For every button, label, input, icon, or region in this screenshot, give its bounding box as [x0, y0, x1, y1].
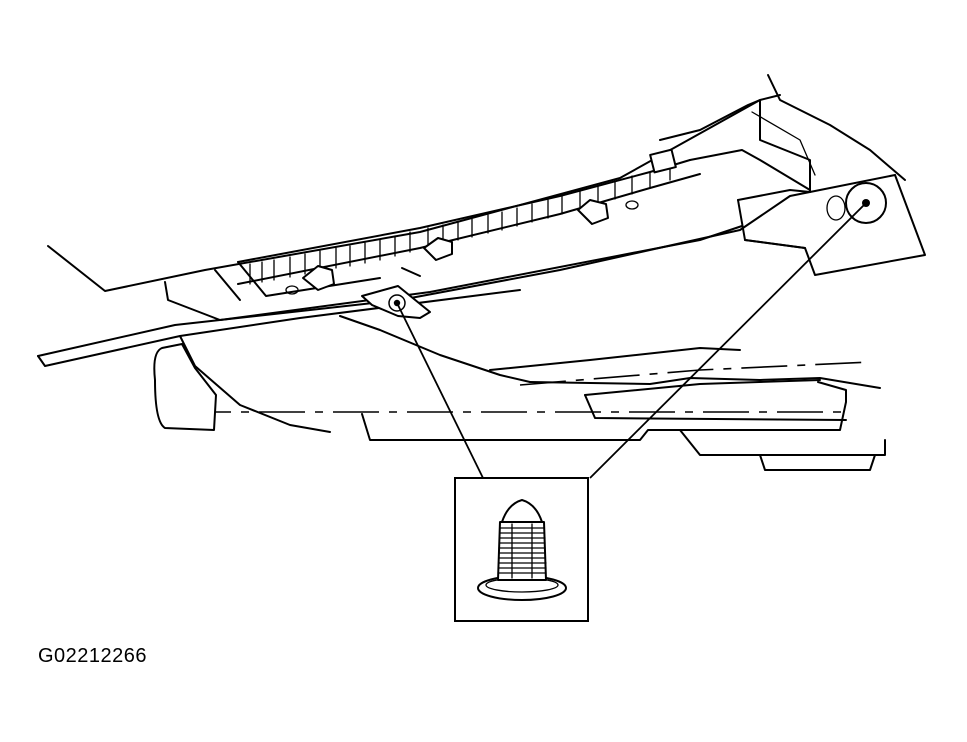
figure-code: G02212266: [38, 645, 148, 667]
lower-frame: [154, 316, 885, 470]
vehicle-underbody: [48, 75, 905, 320]
weatherstrip-rail: [238, 150, 700, 284]
retainer-detail-box: [455, 478, 588, 621]
push-pin-retainer-icon: [478, 500, 566, 600]
callout-leaders: [397, 203, 866, 478]
retainer-location-rear: [827, 183, 886, 223]
rail-clips: [303, 200, 608, 290]
rocker-panel: [38, 175, 925, 366]
